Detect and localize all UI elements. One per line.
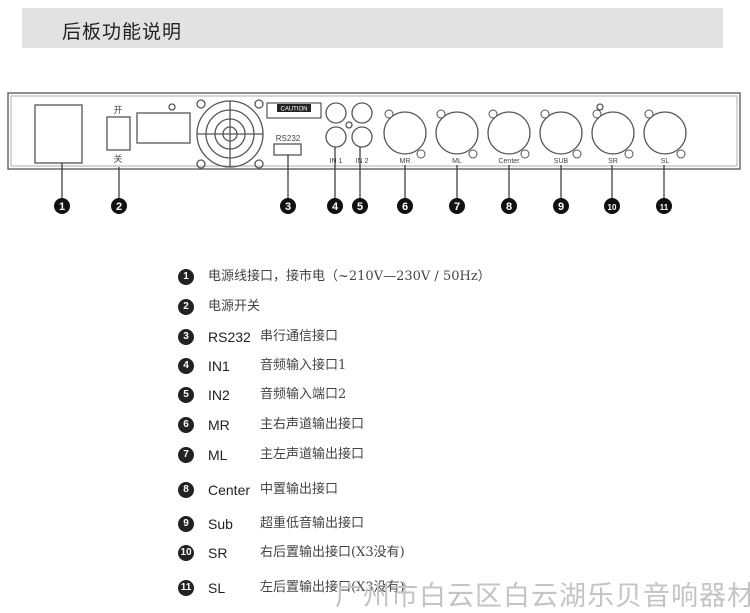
xlr-latch bbox=[520, 149, 530, 159]
callout-marker-5 bbox=[352, 198, 368, 214]
legend-description: 音频输入端口2 bbox=[260, 387, 347, 402]
callout-number: 2 bbox=[116, 201, 122, 213]
legend-description: 串行通信接口 bbox=[260, 329, 339, 344]
caution-text: CAUTION bbox=[281, 107, 308, 113]
callout-marker-3 bbox=[280, 198, 296, 214]
callout-marker-7 bbox=[449, 198, 465, 214]
legend-number-badge: 2 bbox=[178, 299, 194, 315]
callout-marker-2 bbox=[111, 198, 127, 214]
watermark: 广州市白云区白云湖乐贝音响器材厂 bbox=[335, 581, 750, 612]
xlr-latch bbox=[624, 149, 634, 159]
callout-number: 9 bbox=[558, 201, 564, 213]
callout-number: 5 bbox=[357, 201, 363, 213]
legend-code: SL bbox=[208, 580, 226, 596]
legend-code: MR bbox=[208, 417, 230, 433]
callout-number: 7 bbox=[454, 201, 460, 213]
screw-hole bbox=[168, 103, 176, 111]
output-label: SUB bbox=[554, 158, 569, 165]
panel-outline bbox=[7, 92, 741, 170]
spec-label-plate bbox=[136, 112, 191, 144]
callout-marker-6 bbox=[397, 198, 413, 214]
legend-number-badge: 5 bbox=[178, 387, 194, 403]
legend-code: RS232 bbox=[208, 329, 251, 345]
in2-jack bbox=[351, 126, 373, 148]
legend-number-badge: 11 bbox=[178, 580, 194, 596]
power-switch bbox=[106, 116, 131, 151]
output-label: ML bbox=[452, 158, 462, 165]
xlr-connector-sub bbox=[539, 111, 583, 155]
callout-marker-11 bbox=[656, 198, 672, 214]
legend-code: ML bbox=[208, 447, 228, 463]
legend-description: 主左声道输出接口 bbox=[260, 447, 365, 462]
fan-grille bbox=[196, 99, 264, 169]
legend-description: 音频输入接口1 bbox=[260, 358, 347, 373]
rs232-port bbox=[273, 143, 302, 156]
power-socket bbox=[34, 104, 83, 164]
legend-description: 电源线接口，接市电（~210V—230V / 50Hz） bbox=[208, 269, 491, 284]
xlr-latch bbox=[644, 109, 654, 119]
xlr-latch bbox=[436, 109, 446, 119]
legend-number-badge: 10 bbox=[178, 545, 194, 561]
xlr-latch bbox=[676, 149, 686, 159]
xlr-connector-sr bbox=[591, 111, 635, 155]
legend-code: IN1 bbox=[208, 358, 230, 374]
legend-description: 左后置输出接口(X3没有) bbox=[260, 580, 405, 595]
xlr-connector-ml bbox=[435, 111, 479, 155]
legend-code: Sub bbox=[208, 516, 233, 532]
section-title: 后板功能说明 bbox=[62, 21, 183, 43]
callout-number: 8 bbox=[506, 201, 512, 213]
legend-number-badge: 9 bbox=[178, 516, 194, 532]
output-label: SR bbox=[608, 158, 618, 165]
callout-marker-8 bbox=[501, 198, 517, 214]
rear-panel-diagram: CAUTION 开 关 RS232 IN 1 IN 2 MR ML Center SU… bbox=[7, 92, 741, 214]
in1-jack bbox=[325, 126, 347, 148]
xlr-latch bbox=[572, 149, 582, 159]
xlr-latch bbox=[384, 109, 394, 119]
legend-description: 电源开关 bbox=[208, 299, 261, 314]
callout-marker-9 bbox=[553, 198, 569, 214]
legend-number-badge: 3 bbox=[178, 329, 194, 345]
legend-number-badge: 4 bbox=[178, 358, 194, 374]
callout-marker-10 bbox=[604, 198, 620, 214]
xlr-connector-sl bbox=[643, 111, 687, 155]
xlr-connector-center bbox=[487, 111, 531, 155]
callout-marker-4 bbox=[327, 198, 343, 214]
section-header: 后板功能说明 bbox=[22, 8, 723, 48]
callout-number: 3 bbox=[285, 201, 291, 213]
callout-marker-1 bbox=[54, 198, 70, 214]
legend-number-badge: 7 bbox=[178, 447, 194, 463]
xlr-latch bbox=[416, 149, 426, 159]
callout-number: 4 bbox=[332, 201, 339, 213]
legend-code: SR bbox=[208, 545, 228, 561]
xlr-latch bbox=[488, 109, 498, 119]
switch-on-label: 开 bbox=[113, 105, 122, 116]
legend-number-badge: 1 bbox=[178, 269, 194, 285]
in2-label: IN 2 bbox=[356, 158, 369, 165]
legend-description: 主右声道输出接口 bbox=[260, 417, 365, 432]
rs232-label: RS232 bbox=[276, 134, 301, 143]
callout-number: 11 bbox=[660, 203, 669, 212]
output-label: Center bbox=[498, 158, 520, 165]
callout-number: 1 bbox=[59, 201, 65, 213]
xlr-latch bbox=[540, 109, 550, 119]
output-label: MR bbox=[400, 158, 411, 165]
legend-description: 超重低音输出接口 bbox=[260, 516, 365, 531]
output-label: SL bbox=[661, 158, 670, 165]
legend-description: 中置输出接口 bbox=[260, 482, 339, 497]
callout-number: 6 bbox=[402, 201, 408, 213]
xlr-latch bbox=[592, 109, 602, 119]
switch-off-label: 关 bbox=[113, 153, 122, 165]
xlr-latch bbox=[468, 149, 478, 159]
in1-label: IN 1 bbox=[330, 158, 343, 165]
legend-number-badge: 6 bbox=[178, 417, 194, 433]
xlr-connector-mr bbox=[383, 111, 427, 155]
callout-number: 10 bbox=[608, 203, 617, 212]
legend-description: 右后置输出接口(X3没有) bbox=[260, 545, 405, 560]
legend-code: IN2 bbox=[208, 387, 230, 403]
legend-number-badge: 8 bbox=[178, 482, 194, 498]
legend-code: Center bbox=[208, 482, 251, 498]
